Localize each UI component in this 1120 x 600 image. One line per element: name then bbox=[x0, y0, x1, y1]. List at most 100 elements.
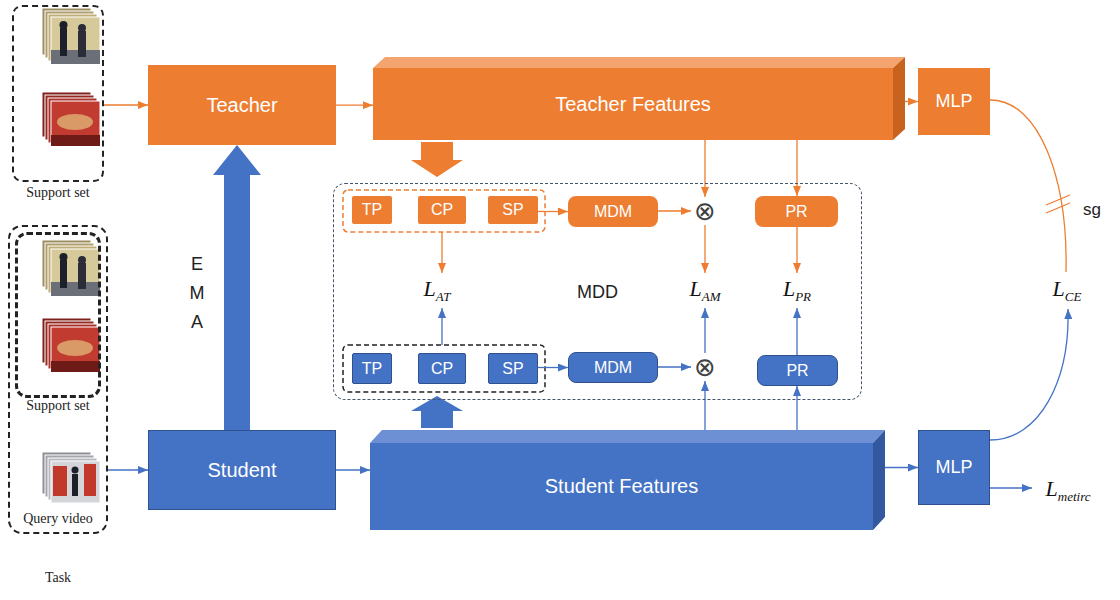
node-label: MDM bbox=[594, 359, 632, 377]
tp-box: TP bbox=[352, 353, 392, 384]
node-label: Teacher bbox=[206, 94, 277, 117]
teacher-group-outline bbox=[343, 190, 545, 232]
loss-label: LPR bbox=[783, 276, 811, 305]
loss-arrow bbox=[704, 225, 705, 273]
node-label: Student bbox=[208, 459, 277, 482]
prism-face bbox=[893, 57, 905, 140]
connector bbox=[796, 140, 797, 196]
loss-label: LCE bbox=[1053, 276, 1082, 305]
connector bbox=[658, 210, 691, 211]
student-box: Student bbox=[148, 430, 336, 510]
annotation-label: Query video bbox=[23, 511, 93, 527]
support-set-group: Support set bbox=[12, 5, 104, 182]
block-arrow bbox=[411, 396, 463, 428]
connector bbox=[336, 469, 370, 470]
mdm-box: MDM bbox=[568, 352, 658, 383]
loss-curve bbox=[990, 309, 1068, 440]
pr-box: PR bbox=[755, 196, 838, 227]
cp-box: CP bbox=[418, 196, 466, 224]
student-group-outline bbox=[343, 345, 545, 392]
block-arrow bbox=[411, 142, 463, 177]
loss-arrow bbox=[704, 308, 705, 353]
loss-arrow bbox=[796, 227, 797, 273]
pr-box: PR bbox=[757, 355, 838, 386]
prism-face bbox=[370, 443, 873, 530]
mlp-box: MLP bbox=[918, 430, 990, 505]
support-video bbox=[42, 240, 100, 296]
node-label: PR bbox=[785, 203, 807, 221]
node-label: ⊗ bbox=[694, 197, 716, 225]
connector bbox=[658, 366, 691, 367]
tp-box: TP bbox=[352, 196, 392, 224]
node-label: Task bbox=[45, 570, 71, 586]
connector bbox=[885, 467, 918, 468]
prism-face bbox=[373, 68, 893, 140]
frame-bag bbox=[84, 464, 96, 496]
loss-label: Lmetirc bbox=[1046, 476, 1091, 505]
frame-figure bbox=[72, 474, 78, 496]
loss-arrow bbox=[441, 232, 442, 273]
cp-box: CP bbox=[418, 353, 466, 384]
prism-face bbox=[873, 430, 885, 530]
feature-face: Teacher Features bbox=[373, 68, 893, 140]
node-label: Teacher Features bbox=[555, 93, 711, 116]
connector bbox=[538, 367, 568, 368]
multiply-node: ⊗ bbox=[691, 197, 719, 225]
mlp-box: MLP bbox=[918, 68, 990, 135]
connector bbox=[108, 469, 148, 470]
node-label: TP bbox=[362, 201, 382, 219]
stop-gradient-mark bbox=[1046, 195, 1070, 205]
prism-face bbox=[370, 430, 885, 443]
ema-arrow bbox=[213, 145, 261, 430]
connector bbox=[796, 386, 797, 430]
node-label: Support set bbox=[26, 398, 89, 414]
mdm-box: MDM bbox=[568, 196, 658, 227]
sp-box: SP bbox=[488, 353, 538, 384]
annotation-label: sg bbox=[1083, 200, 1101, 220]
node-label: CP bbox=[431, 360, 453, 378]
loss-arrow bbox=[441, 308, 442, 345]
teacher-box: Teacher bbox=[148, 65, 336, 145]
support-set-group: Support set bbox=[15, 232, 101, 398]
connector bbox=[905, 101, 918, 102]
node-label: Student Features bbox=[545, 475, 698, 498]
node-label: MDD bbox=[577, 281, 618, 302]
node-label: ⊗ bbox=[694, 353, 716, 381]
node-label: MDM bbox=[594, 203, 632, 221]
feature-face: Student Features bbox=[370, 443, 873, 530]
connector bbox=[104, 104, 148, 105]
node-label: MLP bbox=[935, 457, 972, 478]
connector bbox=[704, 381, 705, 430]
node-label: MLP bbox=[935, 91, 972, 112]
prism-face bbox=[373, 57, 905, 68]
node-label: SP bbox=[502, 360, 523, 378]
query-video bbox=[42, 452, 100, 503]
frame-figure bbox=[72, 467, 79, 474]
video-frame bbox=[51, 461, 100, 503]
connector bbox=[538, 211, 568, 212]
node-label: CP bbox=[431, 201, 453, 219]
node-label: SP bbox=[502, 201, 523, 219]
loss-arrow bbox=[796, 308, 797, 355]
teacher-features-bar: Teacher Features bbox=[373, 57, 905, 140]
loss-label: LAT bbox=[424, 276, 451, 305]
sp-box: SP bbox=[488, 196, 538, 224]
node-label: PR bbox=[786, 362, 808, 380]
connector bbox=[336, 104, 373, 105]
connector bbox=[704, 140, 705, 197]
student-features-bar: Student Features bbox=[370, 430, 885, 530]
node-label: TP bbox=[362, 360, 382, 378]
stop-gradient-mark bbox=[1046, 203, 1070, 213]
node-label: Support set bbox=[26, 185, 89, 201]
support-video bbox=[42, 318, 100, 372]
loss-curve bbox=[990, 100, 1066, 272]
multiply-node: ⊗ bbox=[691, 353, 719, 381]
task-group: TaskSupport set bbox=[8, 225, 108, 534]
loss-label: LAM bbox=[689, 276, 720, 305]
mdd-module: MDD TP CP SP MDM ⊗ PR TP CP SP MDM ⊗ PR bbox=[333, 183, 862, 400]
support-video bbox=[42, 8, 100, 64]
frame-bag bbox=[53, 466, 67, 496]
support-video bbox=[42, 92, 100, 146]
edge-label: EMA bbox=[188, 250, 206, 336]
